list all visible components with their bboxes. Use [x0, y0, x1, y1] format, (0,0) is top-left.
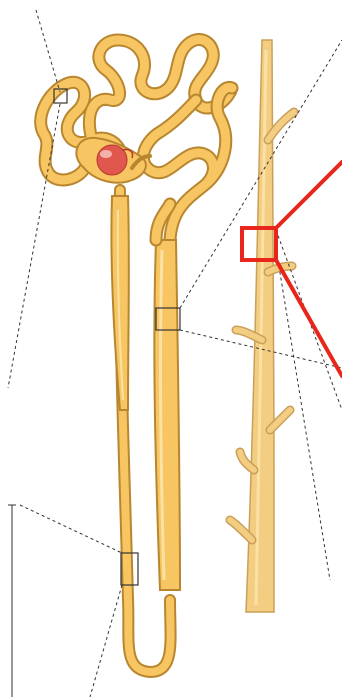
loop-of-henle [111, 190, 180, 672]
left-bracket [8, 505, 16, 697]
convoluted-tubules [41, 39, 232, 240]
collecting-duct [230, 40, 294, 612]
